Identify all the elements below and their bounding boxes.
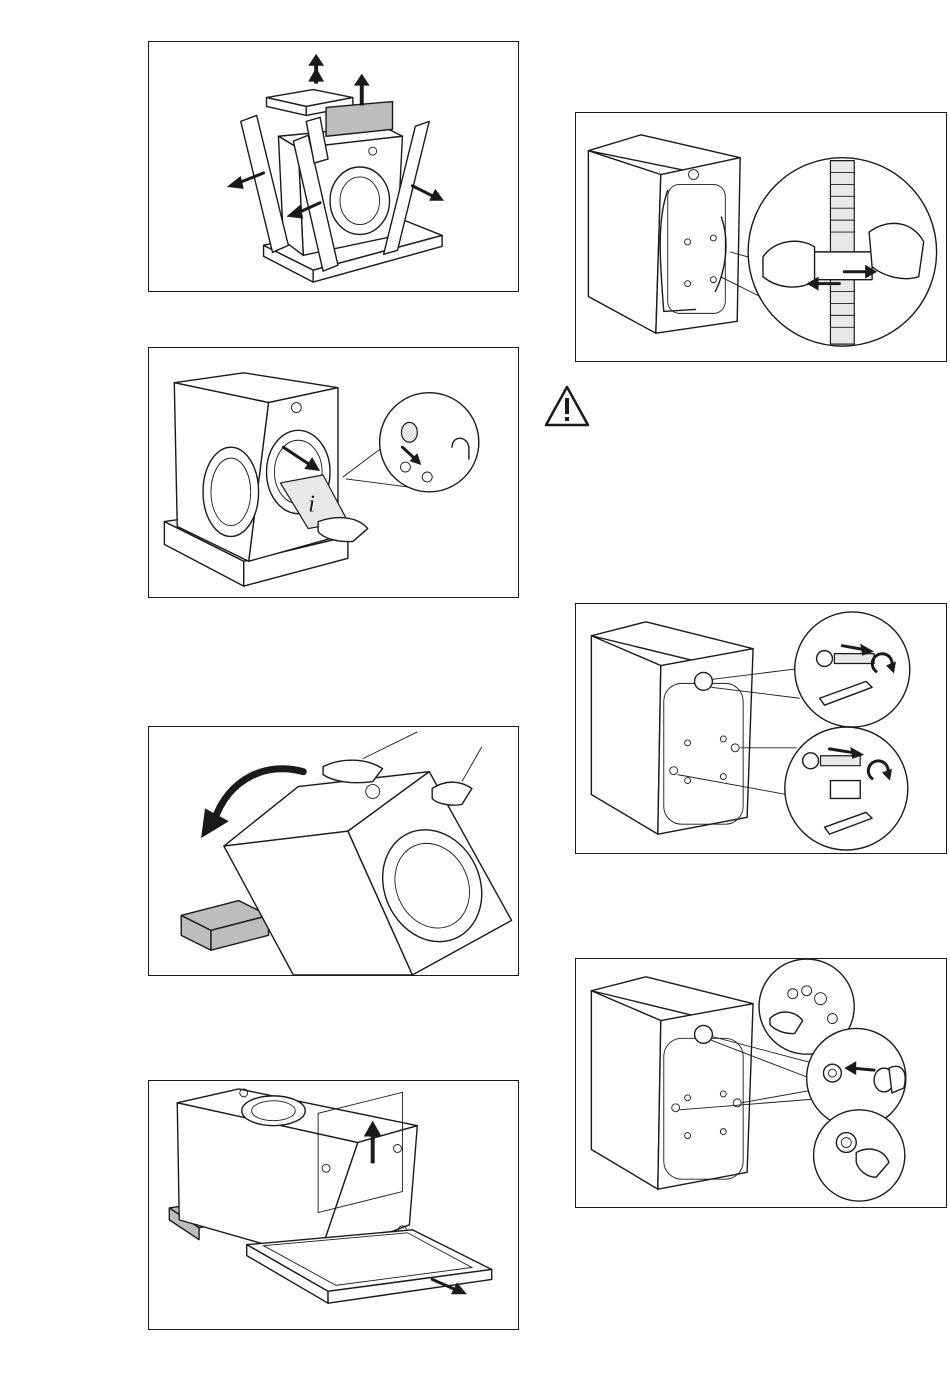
figure-tilt-machine-on-side [148, 726, 519, 976]
unpack-illustration [149, 42, 518, 291]
accessories-bag-illustration: i [149, 348, 518, 597]
figure-remove-accessories-bag: i [148, 347, 519, 598]
cap-insert-illustration [576, 959, 946, 1207]
hose-clip-illustration [576, 113, 946, 361]
figure-insert-plastic-caps [575, 958, 947, 1208]
svg-text:i: i [308, 492, 315, 518]
warning-triangle-icon [543, 384, 591, 428]
figure-remove-packaging [148, 41, 519, 292]
figure-remove-base-packaging [148, 1080, 519, 1330]
figure-release-hose-from-clips [575, 112, 947, 362]
figure-remove-transit-bolts [575, 603, 947, 854]
tilt-illustration [149, 727, 518, 975]
transit-bolt-illustration [576, 604, 946, 853]
base-removal-illustration [149, 1081, 518, 1329]
